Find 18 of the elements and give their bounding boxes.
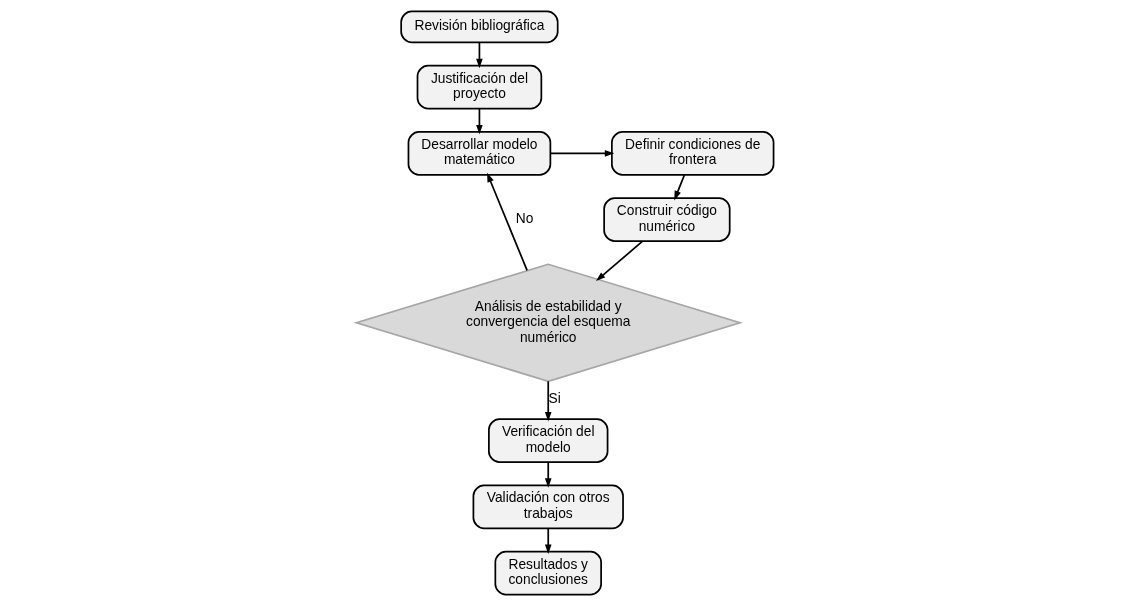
arrow (544, 380, 552, 422)
edge-label: Si (548, 391, 561, 407)
node-box: Justificación del proyecto (416, 64, 543, 110)
node-box: Desarrollar modelo matemático (407, 131, 552, 176)
node-box: Revisión bibliográfica (400, 10, 559, 44)
arrow (544, 527, 552, 555)
node-diamond: Análisis de estabilidad y convergencia del esquema numérico (353, 263, 743, 383)
edge-label: No (515, 210, 534, 226)
arrow (674, 174, 686, 201)
node-box: Resultados y conclusiones (494, 550, 602, 596)
node-box: Definir condiciones de frontera (611, 131, 775, 176)
arrow (549, 150, 615, 157)
node-box: Validación con otros trabajos (472, 484, 624, 530)
arrow (487, 172, 528, 272)
arrow (544, 461, 552, 488)
node-box: Construir código numérico (603, 197, 731, 242)
node-box: Verificación del modelo (488, 418, 609, 463)
arrow (596, 240, 644, 282)
